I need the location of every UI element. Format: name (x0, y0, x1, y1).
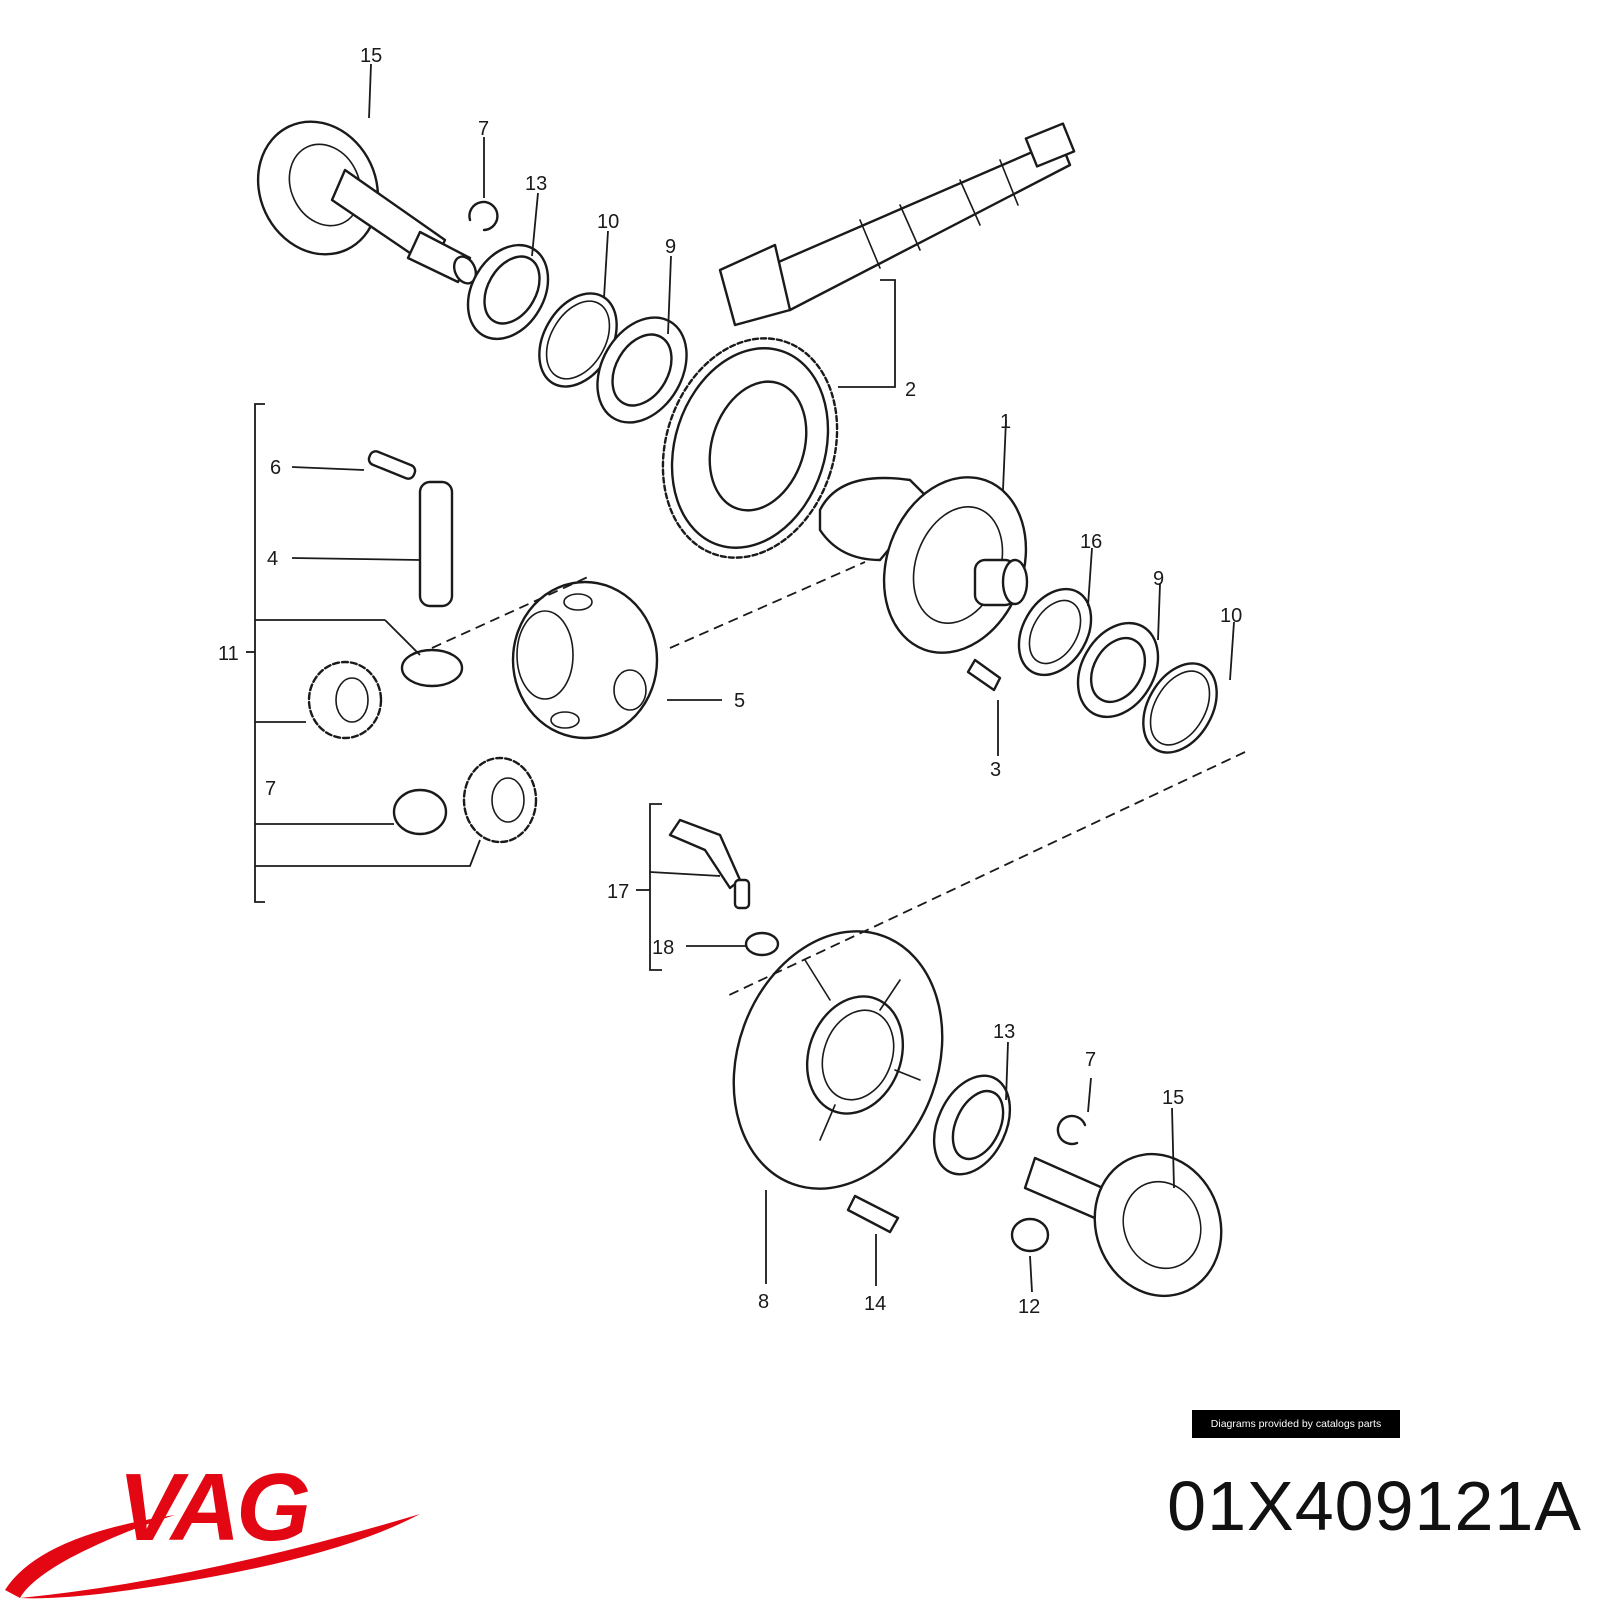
part-seal-lower (932, 1074, 1012, 1176)
callout-13-top: 13 (525, 173, 547, 195)
callout-2: 2 (905, 379, 916, 401)
callout-1: 1 (1000, 411, 1011, 433)
part-side-gear-right (462, 756, 538, 844)
part-sensor-17 (668, 818, 751, 910)
part-cover-8 (732, 930, 944, 1190)
part-seal-top (466, 243, 550, 341)
callout-18: 18 (652, 937, 674, 959)
diagram-credit-badge: Diagrams provided by catalogs parts (1192, 1410, 1400, 1438)
callout-14: 14 (864, 1293, 886, 1315)
part-pin-6 (367, 450, 417, 480)
callout-5: 5 (734, 690, 745, 712)
part-pinion-shaft (718, 122, 1076, 327)
logo-swoosh (5, 1515, 175, 1598)
part-bolt-3 (966, 658, 1002, 692)
callout-3: 3 (990, 759, 1001, 781)
callout-8: 8 (758, 1291, 769, 1313)
part-differential-housing (818, 476, 1029, 654)
part-spider-cage (511, 580, 659, 740)
callout-16: 16 (1080, 531, 1102, 553)
part-plug-12 (1010, 1217, 1050, 1253)
callout-7-lower: 7 (1085, 1049, 1096, 1071)
callout-9-top: 9 (665, 236, 676, 258)
callout-6: 6 (270, 457, 281, 479)
callout-10-top: 10 (597, 211, 619, 233)
callout-17: 17 (607, 881, 629, 903)
leader-lines (246, 63, 1246, 1293)
part-bearing-top (596, 316, 688, 424)
part-side-gear-left (307, 660, 383, 740)
part-shim-right (1142, 662, 1218, 754)
callout-labels: 15 7 13 10 9 2 1 16 9 10 3 5 6 4 11 7 17… (218, 45, 1242, 1318)
callout-10-right: 10 (1220, 605, 1242, 627)
part-planet-gear-lower (392, 788, 448, 836)
callout-12: 12 (1018, 1296, 1040, 1318)
part-cross-shaft-4 (418, 480, 454, 608)
part-oring-18 (744, 931, 780, 957)
callout-13-lower: 13 (993, 1021, 1015, 1043)
part-ring-gear (661, 337, 839, 559)
part-ring-16 (1017, 587, 1093, 677)
part-flange-shaft-top (256, 120, 478, 285)
part-bearing-right (1076, 621, 1160, 719)
callout-7-left: 7 (265, 778, 276, 800)
callout-7-top: 7 (478, 118, 489, 140)
callout-4: 4 (267, 548, 278, 570)
callout-15-lower: 15 (1162, 1087, 1184, 1109)
vag-logo: VAG (5, 1454, 420, 1599)
brand-wordmark: VAG (118, 1454, 308, 1561)
part-circlip-top (468, 200, 499, 232)
part-number: 01X409121A (1167, 1467, 1582, 1545)
part-planet-gear-upper (400, 648, 464, 688)
part-circlip-lower (1056, 1114, 1087, 1146)
callout-15-top: 15 (360, 45, 382, 67)
part-bolt-14 (846, 1194, 900, 1234)
callout-11: 11 (218, 643, 239, 665)
part-flange-shaft-lower (1023, 1152, 1223, 1298)
callout-9-right: 9 (1153, 568, 1164, 590)
